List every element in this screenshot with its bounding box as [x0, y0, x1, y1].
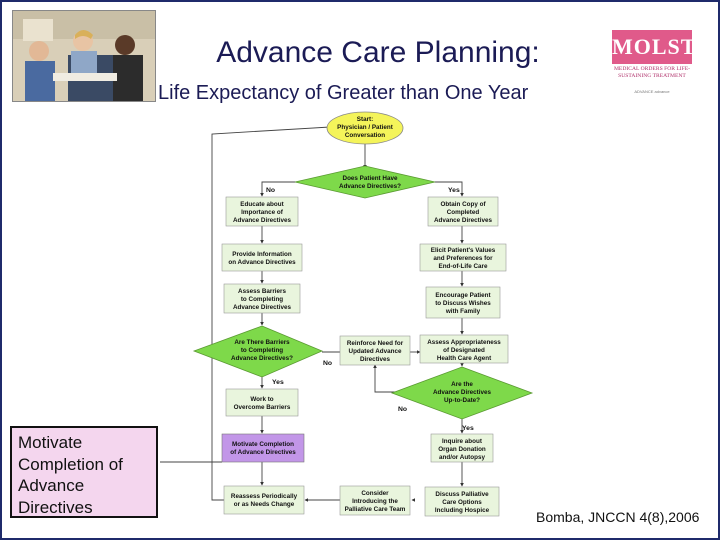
q-barriers-line-2: to Completing — [241, 347, 283, 354]
encourage-line-3: with Family — [445, 308, 481, 315]
assess-barriers-line-3: Advance Directives — [233, 304, 292, 311]
box-work-to-overcome: Work to Overcome Barriers — [226, 389, 298, 416]
assess-agent-line-2: of Designated — [443, 347, 485, 354]
citation: Bomba, JNCCN 4(8),2006 — [536, 509, 699, 525]
assess-agent-line-3: Health Care Agent — [437, 355, 492, 362]
start-line-1: Start: — [357, 116, 373, 123]
start-line-3: Conversation — [345, 132, 385, 139]
elicit-line-1: Elicit Patient's Values — [431, 247, 496, 254]
reinforce-line-2: Updated Advance — [349, 348, 402, 355]
box-discuss-palliative: Discuss Palliative Care Options Includin… — [425, 487, 499, 516]
educate-line-3: Advance Directives — [233, 217, 292, 224]
label-yes-1: Yes — [448, 187, 460, 194]
q-barriers-line-1: Are There Barriers — [234, 339, 290, 346]
elicit-line-2: and Preferences for — [433, 255, 493, 262]
encourage-line-2: to Discuss Wishes — [435, 300, 491, 307]
discuss-line-2: Care Options — [442, 499, 482, 506]
discuss-line-3: Including Hospice — [435, 507, 490, 514]
assess-barriers-line-1: Assess Barriers — [238, 288, 286, 295]
q-uptodate-line-1: Are the — [451, 381, 473, 388]
consider-line-2: Introducing the — [352, 498, 398, 505]
elicit-line-3: End-of-Life Care — [439, 263, 488, 270]
reinforce-line-3: Directives — [360, 356, 391, 363]
q-have-ad-line-2: Advance Directives? — [339, 183, 401, 190]
educate-line-1: Educate about — [240, 201, 284, 208]
work-line-2: Overcome Barriers — [234, 404, 291, 411]
obtain-line-1: Obtain Copy of — [440, 201, 486, 208]
label-yes-3: Yes — [462, 425, 474, 432]
q-barriers-line-3: Advance Directives? — [231, 355, 293, 362]
assess-agent-line-1: Assess Appropriateness — [427, 339, 501, 346]
q-have-ad-line-1: Does Patient Have — [343, 175, 398, 182]
start-line-2: Physician / Patient — [337, 124, 394, 131]
box-assess-barriers: Assess Barriers to Completing Advance Di… — [224, 284, 300, 313]
encourage-line-1: Encourage Patient — [435, 292, 491, 299]
box-educate: Educate about Importance of Advance Dire… — [226, 197, 298, 226]
box-provide-information: Provide Information on Advance Directive… — [222, 244, 302, 271]
q-uptodate-line-3: Up-to-Date? — [444, 397, 480, 404]
inquire-line-2: Organ Donation — [438, 446, 486, 453]
reassess-line-1: Reassess Periodically — [231, 493, 298, 500]
box-assess-agent: Assess Appropriateness of Designated Hea… — [420, 335, 508, 363]
label-no-3: No — [398, 406, 407, 413]
label-yes-2: Yes — [272, 379, 284, 386]
educate-line-2: Importance of — [241, 209, 284, 216]
provide-line-2: on Advance Directives — [228, 259, 296, 266]
obtain-line-3: Advance Directives — [434, 217, 493, 224]
inquire-line-3: and/or Autopsy — [439, 454, 485, 461]
start-node: Start: Physician / Patient Conversation — [327, 112, 403, 144]
box-encourage-patient: Encourage Patient to Discuss Wishes with… — [426, 287, 500, 318]
consider-line-3: Palliative Care Team — [345, 506, 406, 513]
decision-have-advance-directives: Does Patient Have Advance Directives? — [295, 166, 435, 198]
callout-motivate: Motivate Completion of Advance Directive… — [10, 426, 158, 518]
label-no-2: No — [323, 360, 332, 367]
reinforce-line-1: Reinforce Need for — [347, 340, 404, 347]
label-no-1: No — [266, 187, 275, 194]
inquire-line-1: Inquire about — [442, 438, 483, 445]
work-line-1: Work to — [250, 396, 273, 403]
obtain-line-2: Completed — [447, 209, 480, 216]
box-motivate-completion: Motivate Completion of Advance Directive… — [222, 434, 304, 462]
motivate-line-2: of Advance Directives — [230, 449, 296, 456]
discuss-line-1: Discuss Palliative — [435, 491, 489, 498]
decision-barriers: Are There Barriers to Completing Advance… — [194, 326, 322, 377]
decision-up-to-date: Are the Advance Directives Up-to-Date? — [392, 367, 532, 419]
provide-line-1: Provide Information — [232, 251, 292, 258]
box-consider-palliative: Consider Introducing the Palliative Care… — [340, 486, 410, 515]
q-uptodate-line-2: Advance Directives — [433, 389, 492, 396]
motivate-line-1: Motivate Completion — [232, 441, 294, 448]
box-inquire-organ-donation: Inquire about Organ Donation and/or Auto… — [431, 434, 493, 462]
reassess-line-2: or as Needs Change — [234, 501, 295, 508]
box-elicit-values: Elicit Patient's Values and Preferences … — [420, 244, 506, 271]
box-reassess: Reassess Periodically or as Needs Change — [224, 486, 304, 514]
box-obtain-copy: Obtain Copy of Completed Advance Directi… — [428, 197, 498, 226]
assess-barriers-line-2: to Completing — [241, 296, 283, 303]
box-reinforce: Reinforce Need for Updated Advance Direc… — [340, 336, 410, 365]
consider-line-1: Consider — [361, 490, 389, 497]
